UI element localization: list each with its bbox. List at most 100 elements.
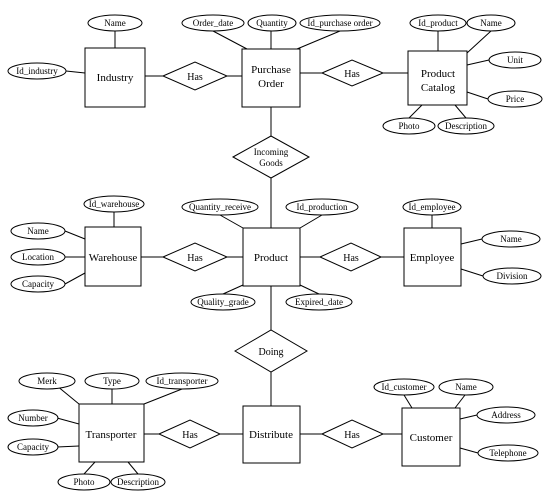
svg-text:Expired_date: Expired_date	[295, 297, 343, 307]
relationship-industry-has-order-label: Has	[187, 72, 203, 83]
svg-text:Telephone: Telephone	[489, 448, 526, 458]
relationship-doing: Doing	[234, 329, 308, 373]
attribute-id-warehouse: Id_warehouse	[83, 195, 145, 213]
entity-product-catalog-label-line2: Catalog	[421, 82, 456, 94]
attribute-catalog-photo: Photo	[382, 117, 436, 135]
svg-text:Name: Name	[500, 234, 522, 244]
attribute-id-industry: Id_industry	[7, 62, 67, 80]
entity-industry-label: Industry	[97, 72, 134, 84]
svg-text:Id_industry: Id_industry	[16, 66, 58, 76]
svg-text:Photo: Photo	[398, 121, 420, 131]
relationship-transporter-has-distribute-label: Has	[182, 430, 198, 441]
entity-employee: Employee	[403, 227, 462, 287]
svg-text:Quality_grade: Quality_grade	[197, 297, 248, 307]
attribute-employee-name: Name	[481, 230, 541, 248]
attribute-quantity: Quantity	[247, 14, 297, 32]
svg-text:Quantity: Quantity	[256, 18, 288, 28]
attribute-id-customer: Id_customer	[373, 378, 435, 396]
relationship-incoming-goods-label-line1: Incoming	[254, 147, 289, 157]
entity-employee-label: Employee	[410, 252, 455, 264]
attribute-id-production: Id_production	[285, 198, 359, 216]
relationship-incoming-goods: Incoming Goods	[231, 135, 311, 179]
svg-text:Id_product: Id_product	[418, 18, 458, 28]
svg-text:Id_purchase order: Id_purchase order	[307, 18, 372, 28]
entity-product-catalog-label-line1: Product	[421, 68, 455, 80]
svg-text:Id_production: Id_production	[297, 202, 348, 212]
entity-purchase-order-label-line2: Order	[258, 78, 284, 90]
svg-text:Name: Name	[455, 382, 477, 392]
svg-text:Id_warehouse: Id_warehouse	[89, 199, 139, 209]
entity-warehouse: Warehouse	[84, 226, 142, 287]
attribute-catalog-name: Name	[466, 14, 516, 32]
svg-text:Number: Number	[18, 413, 48, 423]
relationship-transporter-has-distribute: Has	[157, 419, 222, 449]
svg-text:Unit: Unit	[507, 55, 524, 65]
attribute-id-employee: Id_employee	[402, 198, 462, 216]
attribute-catalog-description: Description	[437, 117, 495, 135]
svg-text:Name: Name	[480, 18, 502, 28]
attribute-division: Division	[482, 267, 542, 285]
connector-lines	[50, 30, 492, 475]
entity-warehouse-label: Warehouse	[89, 252, 138, 264]
svg-text:Description: Description	[117, 477, 159, 487]
entity-purchase-order: Purchase Order	[241, 48, 301, 108]
relationship-order-has-catalog-label: Has	[344, 69, 360, 80]
svg-text:Name: Name	[104, 18, 126, 28]
entity-customer-label: Customer	[410, 432, 453, 444]
svg-text:Photo: Photo	[73, 477, 95, 487]
svg-text:Division: Division	[496, 271, 528, 281]
svg-text:Capacity: Capacity	[22, 279, 54, 289]
entity-distribute-label: Distribute	[249, 429, 293, 441]
entity-distribute: Distribute	[242, 405, 301, 464]
attribute-type: Type	[84, 372, 140, 390]
attribute-id-purchase-order: Id_purchase order	[299, 14, 381, 32]
relationship-doing-label: Doing	[259, 347, 284, 358]
attribute-customer-name: Name	[438, 378, 494, 396]
attribute-quality-grade: Quality_grade	[190, 293, 256, 311]
entity-customer: Customer	[401, 407, 461, 467]
svg-text:Id_customer: Id_customer	[382, 382, 427, 392]
relationship-warehouse-has-product: Has	[161, 242, 229, 272]
entity-product-catalog: Product Catalog	[407, 50, 468, 106]
svg-text:Id_employee: Id_employee	[409, 202, 456, 212]
svg-text:Address: Address	[491, 410, 521, 420]
entity-industry: Industry	[84, 47, 146, 108]
attribute-id-transporter: Id_transporter	[145, 372, 219, 390]
attribute-id-product: Id_product	[409, 14, 467, 32]
attribute-address: Address	[476, 406, 536, 424]
relationship-warehouse-has-product-label: Has	[187, 253, 203, 264]
attribute-expired-date: Expired_date	[285, 293, 353, 311]
attribute-unit: Unit	[488, 51, 542, 69]
svg-text:Name: Name	[27, 226, 49, 236]
entity-product: Product	[242, 227, 301, 287]
attribute-order-date: Order_date	[181, 14, 245, 32]
attribute-number: Number	[7, 409, 59, 427]
attribute-transporter-description: Description	[110, 473, 166, 491]
svg-text:Merk: Merk	[37, 376, 57, 386]
attribute-warehouse-capacity: Capacity	[10, 275, 66, 293]
svg-text:Quantity_receive: Quantity_receive	[189, 202, 251, 212]
entity-product-label: Product	[254, 252, 288, 264]
relationship-industry-has-order: Has	[161, 61, 229, 91]
svg-text:Id_transporter: Id_transporter	[157, 376, 208, 386]
relationship-product-has-employee: Has	[318, 242, 383, 272]
attribute-transporter-capacity: Capacity	[7, 438, 59, 456]
svg-text:Type: Type	[103, 376, 121, 386]
relationship-incoming-goods-label-line2: Goods	[259, 158, 283, 168]
attribute-transporter-photo: Photo	[57, 473, 111, 491]
relationship-distribute-has-customer: Has	[320, 419, 385, 449]
svg-text:Price: Price	[506, 94, 525, 104]
relationship-distribute-has-customer-label: Has	[344, 430, 360, 441]
entity-purchase-order-label-line1: Purchase	[251, 64, 291, 76]
attribute-industry-name: Name	[87, 14, 143, 32]
attribute-warehouse-name: Name	[10, 222, 66, 240]
svg-text:Location: Location	[22, 252, 54, 262]
entity-transporter-label: Transporter	[86, 429, 137, 441]
svg-text:Capacity: Capacity	[17, 442, 49, 452]
attribute-price: Price	[487, 90, 543, 108]
attribute-merk: Merk	[18, 372, 76, 390]
attribute-quantity-receive: Quantity_receive	[181, 198, 259, 216]
entity-transporter: Transporter	[78, 403, 145, 463]
